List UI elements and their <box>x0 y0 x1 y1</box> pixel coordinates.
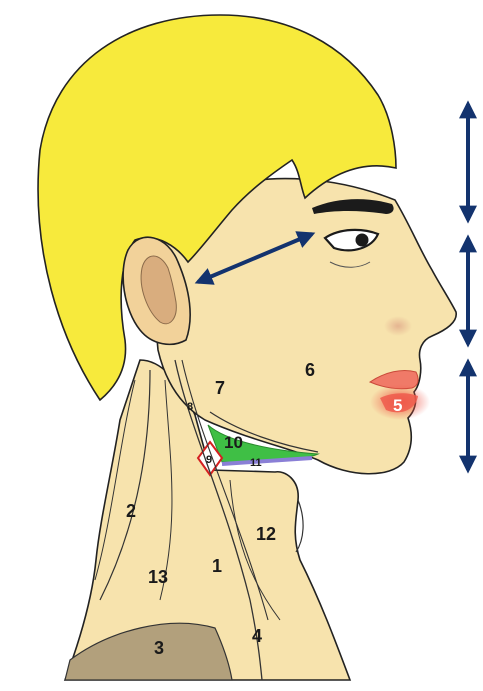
label-7: 7 <box>215 378 225 398</box>
label-11: 11 <box>250 457 262 469</box>
label-12: 12 <box>256 524 276 544</box>
nose-shade <box>384 316 412 336</box>
label-8: 8 <box>187 401 193 413</box>
label-2: 2 <box>126 501 136 521</box>
label-1: 1 <box>212 556 222 576</box>
label-5: 5 <box>393 396 402 415</box>
label-10: 10 <box>224 433 243 452</box>
eye-iris <box>356 234 369 247</box>
label-9: 9 <box>206 454 212 466</box>
label-4: 4 <box>252 626 262 646</box>
label-3: 3 <box>154 638 164 658</box>
label-13: 13 <box>148 567 168 587</box>
label-6: 6 <box>305 360 315 380</box>
